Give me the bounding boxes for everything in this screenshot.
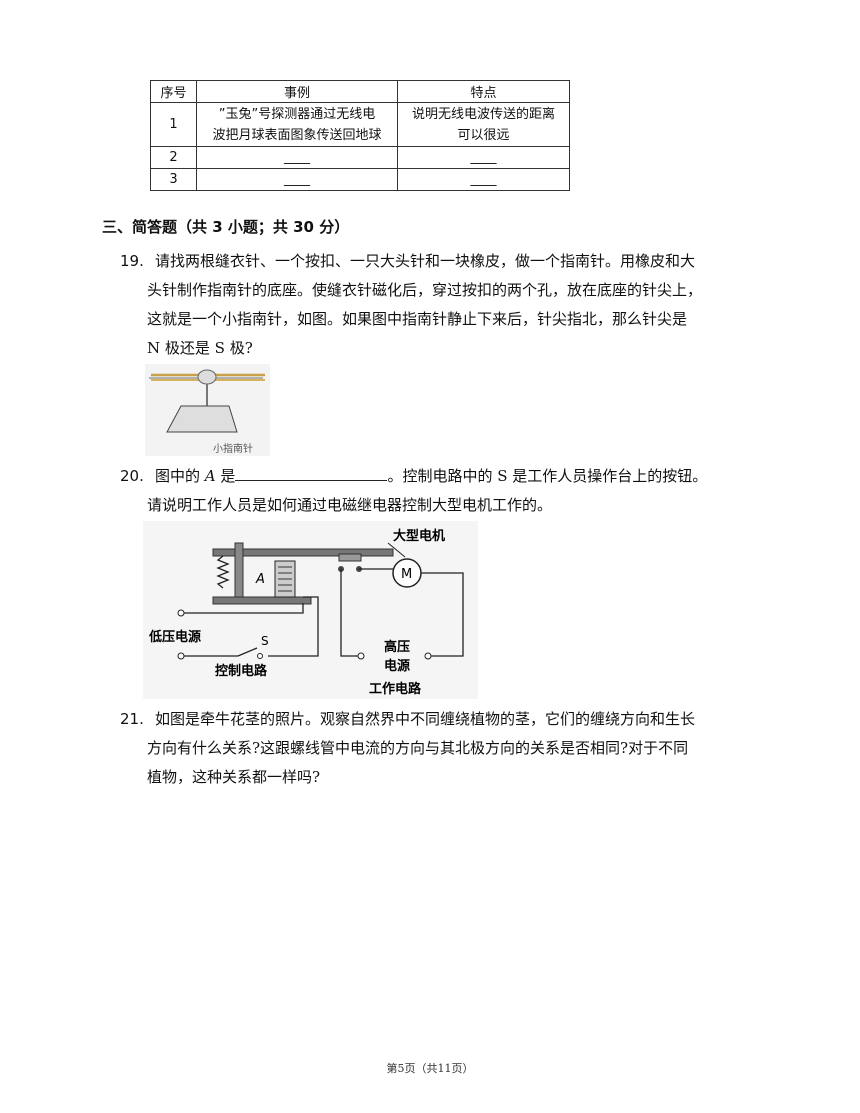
figure-caption: 小指南针: [213, 442, 253, 455]
eraser-base-icon: [166, 405, 238, 433]
question-20-text: 是: [220, 467, 236, 485]
spring-icon: [216, 555, 230, 589]
moving-contact: [338, 553, 362, 562]
question-21-line: 植物，这种关系都一样吗?: [147, 768, 321, 786]
table-row: 2 ____ ____: [150, 146, 570, 169]
question-19-line: N 极还是 S 极?: [147, 339, 253, 357]
question-21: 21.: [120, 705, 144, 734]
example-line: ”玉兔”号探测器通过无线电: [218, 106, 376, 122]
question-number: 19.: [120, 252, 144, 270]
question-20-line: 图中的 A 是 。控制电路中的 S 是工作人员操作台上的按钮。: [155, 462, 775, 491]
table-row: 3 ____ ____: [150, 168, 570, 191]
question-19-line: 请找两根缝衣针、一个按扣、一只大头针和一块橡皮，做一个指南针。用橡皮和大: [155, 252, 696, 270]
table-cell-feature: 说明无线电波传送的距离 可以很远: [397, 102, 570, 147]
question-21-line: 如图是牵牛花茎的照片。观察自然界中不同缠绕植物的茎，它们的缠绕方向和生长: [155, 710, 696, 728]
question-number: 21.: [120, 710, 144, 728]
table-cell-no: 3: [150, 168, 197, 191]
question-19-line: 这就是一个小指南针，如图。如果图中指南针静止下来后，针尖指北，那么针尖是: [147, 310, 688, 328]
switch-icon: [237, 647, 258, 657]
answer-blank[interactable]: [235, 464, 388, 481]
question-number: 20.: [120, 467, 144, 485]
example-line: 波把月球表面图象传送回地球: [212, 127, 382, 143]
high-voltage-label: 电源: [384, 658, 410, 674]
page-footer: 第5页（共11页）: [386, 1062, 474, 1075]
question-20-text: 图中的: [155, 467, 201, 485]
table-header-feature: 特点: [397, 80, 570, 103]
low-voltage-label: 低压电源: [148, 629, 201, 645]
label-a: A: [255, 572, 265, 587]
variable-a: A: [204, 467, 216, 485]
section-title: 三、简答题（共 3 小题；共 30 分）: [102, 218, 350, 236]
table-header-row: 序号 事例 特点: [150, 80, 570, 103]
table-header-example: 事例: [196, 80, 398, 103]
table-cell-example: ____: [196, 146, 398, 169]
table-cell-no: 1: [150, 102, 197, 147]
table-header-no: 序号: [150, 80, 197, 103]
feature-line: 说明无线电波传送的距离: [411, 106, 555, 122]
question-19-line: 头针制作指南针的底座。使缝衣针磁化后，穿过按扣的两个孔，放在底座的针尖上，: [147, 281, 703, 299]
question-19: 19.: [120, 247, 144, 276]
control-circuit-label: 控制电路: [215, 663, 268, 679]
relay-circuit-diagram: A M 大型电机 S 低压电源 控制电路 高压 电源 工作电路: [143, 521, 478, 699]
table-cell-feature: ____: [397, 146, 570, 169]
question-21-line: 方向有什么关系?这跟螺线管中电流的方向与其北极方向的关系是否相同?对于不同: [147, 739, 689, 757]
feature-line: 可以很远: [457, 127, 510, 143]
armature-bar: [212, 548, 394, 557]
high-voltage-label: 高压: [384, 639, 410, 655]
base-bar: [212, 596, 312, 605]
question-20: 20.: [120, 462, 144, 491]
table-cell-example: ____: [196, 168, 398, 191]
motor-label: 大型电机: [393, 528, 445, 544]
compass-figure: 小指南针: [145, 364, 270, 456]
switch-label: S: [261, 634, 269, 648]
pivot-post: [234, 542, 244, 604]
motor-symbol: M: [401, 567, 412, 582]
table-row: 1 ”玉兔”号探测器通过无线电 波把月球表面图象传送回地球 说明无线电波传送的距…: [150, 102, 570, 147]
question-20-line: 请说明工作人员是如何通过电磁继电器控制大型电机工作的。: [147, 496, 553, 514]
working-circuit-label: 工作电路: [369, 681, 422, 697]
table-cell-example: ”玉兔”号探测器通过无线电 波把月球表面图象传送回地球: [196, 102, 398, 147]
table-cell-no: 2: [150, 146, 197, 169]
snap-button-icon: [197, 369, 217, 385]
question-20-text: 。控制电路中的 S 是工作人员操作台上的按钮。: [387, 467, 708, 485]
table-cell-feature: ____: [397, 168, 570, 191]
info-table: 序号 事例 特点 1 ”玉兔”号探测器通过无线电 波把月球表面图象传送回地球 说…: [150, 80, 570, 191]
